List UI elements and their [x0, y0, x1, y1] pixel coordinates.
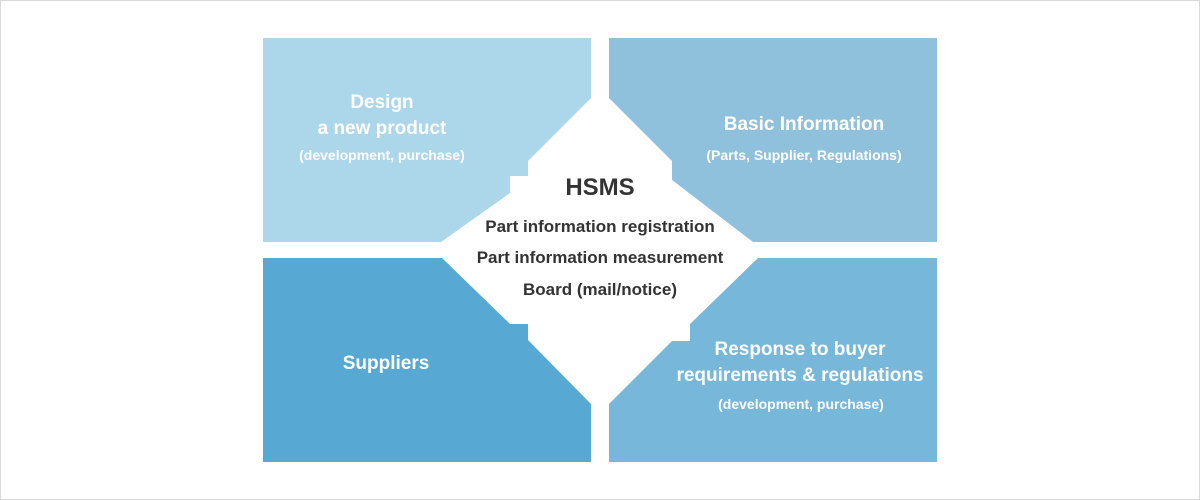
center-title: HSMS — [565, 174, 635, 201]
suppliers-title: Suppliers — [342, 353, 430, 374]
basic-info-subtitle: (Parts, Supplier, Regulations) — [706, 147, 902, 163]
quadrant-response-shape — [609, 258, 937, 462]
response-title-line-1: Response to buyer — [714, 339, 886, 360]
quadrant-basic-info-shape — [609, 38, 937, 242]
basic-info-title: Basic Information — [723, 114, 885, 135]
response-subtitle: (development, purchase) — [718, 396, 884, 412]
response-title-line-2: requirements & regulations — [676, 365, 924, 386]
quadrant-design-shape — [263, 38, 591, 242]
design-title-line-1: Design — [350, 92, 414, 113]
center-item-registration: Part information registration — [485, 217, 715, 236]
design-title-line-2: a new product — [317, 118, 447, 139]
center-item-board: Board (mail/notice) — [523, 280, 677, 299]
center-item-measurement: Part information measurement — [476, 248, 724, 267]
design-subtitle: (development, purchase) — [299, 147, 465, 163]
quadrant-suppliers-shape — [263, 258, 591, 462]
